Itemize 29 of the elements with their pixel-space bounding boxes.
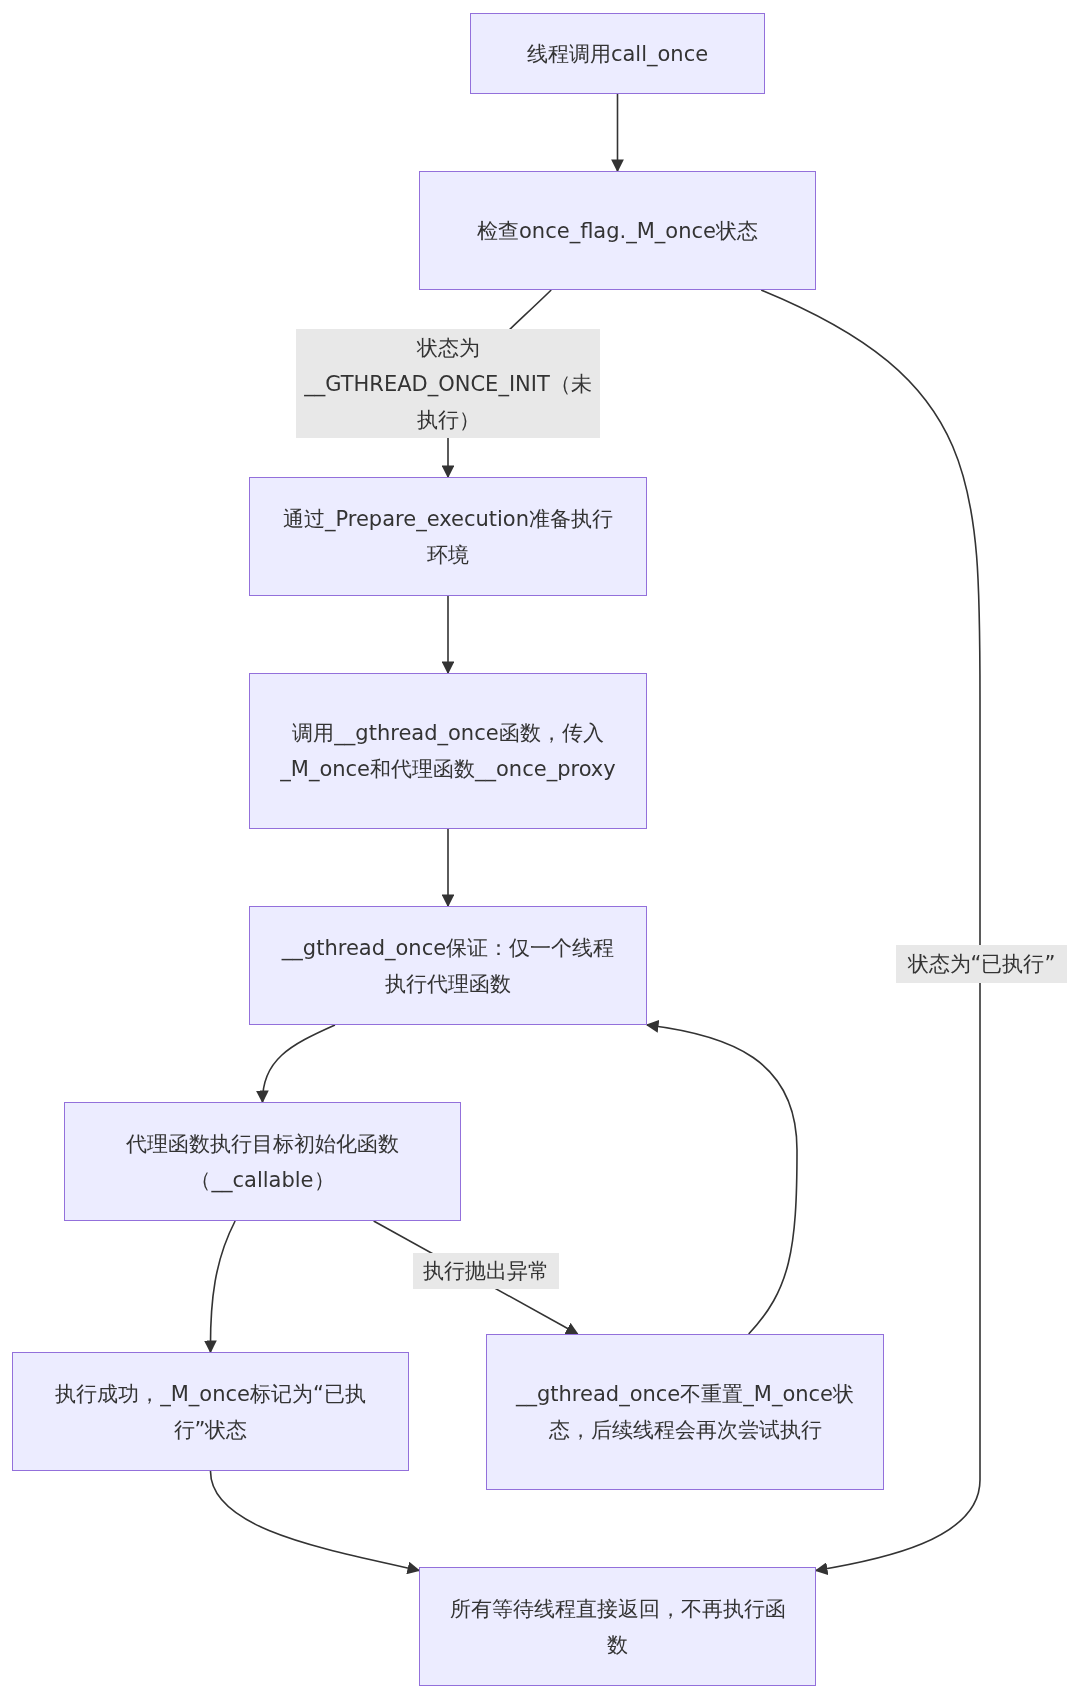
arrow [611,93,624,173]
process-box [249,477,647,596]
arrow [256,1024,336,1104]
edge-label: 状态为__GTHREAD_ONCE_INIT（未执行） [296,329,600,438]
box-text: 执行成功，_M_once标记为“已执行”状态 [54,1380,367,1444]
process-box [249,906,647,1025]
box-text: 检查once_flag._M_once状态 [477,217,758,246]
process-box [12,1352,409,1471]
edge-label: 执行抛出异常 [413,1253,559,1289]
arrow [760,289,981,1575]
process-box [64,1102,461,1221]
box-text: 调用__gthread_once函数，传入_M_once和代理函数__once_proxy [279,720,617,784]
arrow [645,1020,798,1335]
box-text: __gthread_once不重置_M_once状态，后续线程会再次尝试执行 [515,1381,855,1444]
box-text: 通过_Prepare_execution准备执行环境 [282,505,614,569]
process-box [419,171,816,290]
process-box [470,13,765,94]
process-box [249,673,647,829]
arrow [204,1220,236,1354]
arrow [441,595,455,675]
box-text: 线程调用call_once [526,40,709,69]
process-box [419,1567,816,1686]
edge-label: 状态为“已执行” [896,945,1067,983]
arrow [441,828,455,908]
box-text: 代理函数执行目标初始化函数（__callable） [125,1130,400,1195]
box-text: 所有等待线程直接返回，不再执行函数 [448,1595,787,1659]
process-box [486,1334,884,1490]
arrow [209,1470,421,1575]
box-text: __gthread_once保证：仅一个线程执行代理函数 [280,934,616,998]
